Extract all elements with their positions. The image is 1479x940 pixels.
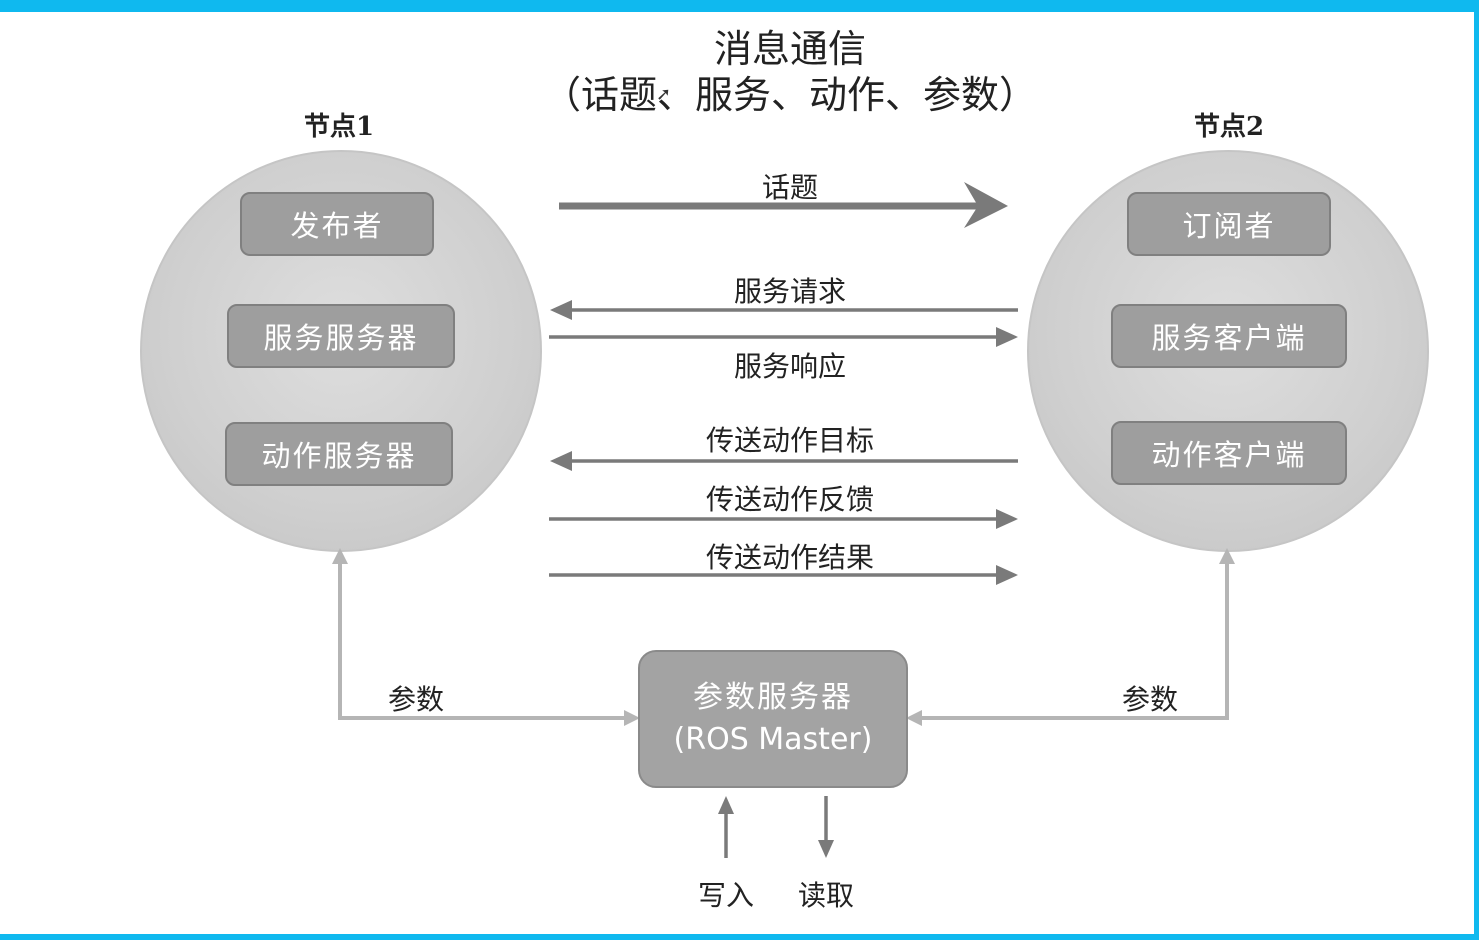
read-arrow: [818, 796, 834, 858]
parameter-server-label: 参数服务器: [693, 680, 853, 715]
action-goal-label: 传送动作目标: [705, 424, 874, 457]
diagram-subtitle: （话题、服务、动作、参数）: [542, 73, 1037, 117]
service-response-label: 服务响应: [733, 350, 846, 383]
service-request-arrow: [550, 300, 1018, 320]
diagram-title: 消息通信: [713, 27, 866, 71]
connection-arrows: [332, 182, 1235, 858]
read-label: 读取: [797, 879, 854, 912]
mouse-cursor-icon: ➚: [656, 84, 672, 105]
service-request-label: 服务请求: [733, 275, 846, 308]
publisher-box: 发布者: [240, 192, 434, 256]
node1-label: 节点1: [303, 112, 375, 142]
action-feedback-label: 传送动作反馈: [705, 483, 874, 516]
action-feedback-arrow: [549, 509, 1018, 529]
action-result-label: 传送动作结果: [705, 541, 874, 574]
subscriber-box: 订阅者: [1127, 192, 1331, 256]
action-server-box: 动作服务器: [225, 422, 453, 486]
write-label: 写入: [697, 879, 754, 912]
topic-arrow: [559, 182, 1008, 228]
node2-label: 节点2: [1193, 112, 1265, 142]
param-right-label: 参数: [1121, 683, 1178, 716]
service-server-box: 服务服务器: [227, 304, 455, 368]
right-border: [1474, 12, 1479, 934]
parameter-server-box: 参数服务器 (ROS Master): [638, 650, 908, 788]
action-result-arrow: [549, 565, 1018, 585]
param-left-connector: [332, 548, 640, 726]
service-response-arrow: [549, 327, 1018, 347]
action-goal-arrow: [550, 451, 1018, 471]
slide-canvas: 消息通信 （话题、服务、动作、参数） ➚ 节点1 节点2 发布者 服务服务器 动…: [0, 12, 1474, 934]
ros-master-label: (ROS Master): [673, 722, 873, 757]
service-client-box: 服务客户端: [1111, 304, 1347, 368]
write-arrow: [718, 796, 734, 858]
action-client-box: 动作客户端: [1111, 421, 1347, 485]
topic-label: 话题: [761, 171, 818, 204]
param-left-label: 参数: [387, 683, 444, 716]
param-right-connector: [906, 548, 1235, 726]
